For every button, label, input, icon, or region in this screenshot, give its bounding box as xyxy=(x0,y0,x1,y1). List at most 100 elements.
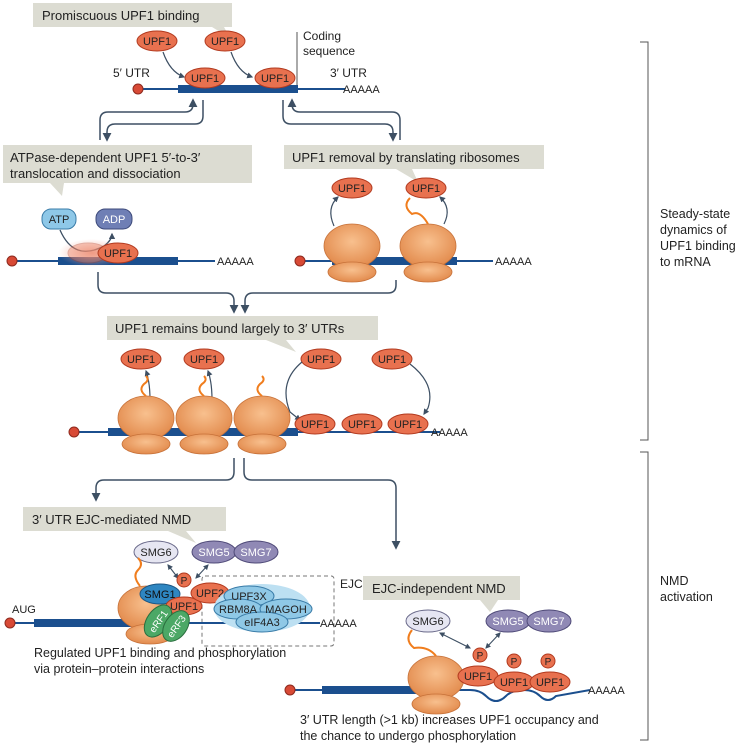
svg-text:SMG7: SMG7 xyxy=(533,616,564,628)
upf1-bound-2: UPF1 xyxy=(254,67,296,89)
svg-text:UPF1: UPF1 xyxy=(211,36,239,48)
svg-text:UPF1: UPF1 xyxy=(143,36,171,48)
svg-text:P: P xyxy=(511,657,518,668)
ribosome-3b xyxy=(175,375,233,455)
callout-atpase-text-2: translocation and dissociation xyxy=(10,166,181,181)
svg-text:UPF1: UPF1 xyxy=(104,248,132,260)
svg-text:UPF1: UPF1 xyxy=(190,354,218,366)
mrna-2-right xyxy=(294,255,493,267)
ribosome-2a xyxy=(323,223,381,283)
callout-remains-text: UPF1 remains bound largely to 3′ UTRs xyxy=(115,321,345,336)
upf1-free-2: UPF1 xyxy=(204,30,246,52)
polya-2-left: AAAAA xyxy=(217,256,254,268)
callout-ejc-independent xyxy=(363,576,520,612)
svg-text:UPF1: UPF1 xyxy=(536,677,564,689)
smg1: SMG1 xyxy=(139,583,181,605)
smg7-right: SMG7 xyxy=(526,609,572,633)
svg-text:SMG1: SMG1 xyxy=(144,589,175,601)
arrows-panel1-right xyxy=(282,98,401,142)
svg-text:UPF1: UPF1 xyxy=(170,601,198,613)
erf3: eRF3 xyxy=(162,610,190,642)
coding-sequence-label-2: sequence xyxy=(303,44,355,58)
upf1-released-3b: UPF1 xyxy=(183,348,225,370)
svg-text:UPF1: UPF1 xyxy=(412,183,440,195)
utr3-label: 3′ UTR xyxy=(330,66,367,80)
aug-label: AUG xyxy=(12,604,36,616)
bracket-nmd-label-2: activation xyxy=(660,590,713,604)
arrows-converge xyxy=(97,272,397,314)
callout-atpase xyxy=(3,145,252,196)
arrows-split xyxy=(91,458,401,550)
svg-text:SMG7: SMG7 xyxy=(240,547,271,559)
regulated-text-1: Regulated UPF1 binding and phosphorylati… xyxy=(34,646,286,660)
upf1-bound-1: UPF1 xyxy=(184,67,226,89)
phospho-right-2: P xyxy=(506,653,522,669)
smg5-left: SMG5 xyxy=(191,540,237,564)
polya-1: AAAAA xyxy=(343,84,380,96)
svg-text:UPF1: UPF1 xyxy=(378,354,406,366)
upf1-bound-3c: UPF1 xyxy=(387,413,429,435)
svg-text:P: P xyxy=(181,576,188,587)
polya-4-left: AAAAA xyxy=(320,618,357,630)
phospho-right-1: P xyxy=(472,647,488,663)
upf1-right-1: UPF1 xyxy=(457,665,499,687)
svg-text:UPF1: UPF1 xyxy=(261,73,289,85)
bracket-steady-state xyxy=(640,41,649,441)
upf1-free-1: UPF1 xyxy=(136,30,178,52)
ribosome-4-right xyxy=(407,629,465,715)
ribosome-3c xyxy=(233,375,291,455)
adp-molecule: ADP xyxy=(95,208,133,230)
ejc-box xyxy=(201,575,335,647)
svg-text:UPF1: UPF1 xyxy=(191,73,219,85)
regulated-text-2: via protein–protein interactions xyxy=(34,662,204,676)
smg5-right: SMG5 xyxy=(485,609,531,633)
upf1-released-3c: UPF1 xyxy=(300,348,342,370)
length-text-1: 3′ UTR length (>1 kb) increases UPF1 occ… xyxy=(300,713,599,727)
utr5-label: 5′ UTR xyxy=(113,66,150,80)
bracket-nmd-activation xyxy=(640,451,649,741)
svg-text:SMG5: SMG5 xyxy=(198,547,229,559)
bracket-steady-label-3: UPF1 binding xyxy=(660,239,736,253)
atp-molecule: ATP xyxy=(41,208,77,230)
svg-text:UPF1: UPF1 xyxy=(500,677,528,689)
svg-text:UPF2: UPF2 xyxy=(196,588,224,600)
bracket-steady-label-1: Steady-state xyxy=(660,207,730,221)
callout-ejc-nmd xyxy=(23,507,226,543)
ejc-complex xyxy=(213,584,313,633)
arrows-panel1-left xyxy=(99,98,204,142)
svg-text:ADP: ADP xyxy=(103,214,126,226)
svg-text:SMG5: SMG5 xyxy=(492,616,523,628)
upf1-bound-3a: UPF1 xyxy=(294,413,336,435)
upf1-released-1: UPF1 xyxy=(331,177,373,199)
callout-ejc-nmd-text: 3′ UTR EJC-mediated NMD xyxy=(32,512,191,527)
svg-text:SMG6: SMG6 xyxy=(140,547,171,559)
ejc-label: EJC xyxy=(340,577,363,591)
svg-text:UPF1: UPF1 xyxy=(307,354,335,366)
polya-2-right: AAAAA xyxy=(495,256,532,268)
polya-3: AAAAA xyxy=(431,427,468,439)
upf1-right-3: UPF1 xyxy=(529,671,571,693)
smg7-left: SMG7 xyxy=(233,540,279,564)
callout-removal-text: UPF1 removal by translating ribosomes xyxy=(292,150,520,165)
rbm8a-label: RBM8A xyxy=(219,604,258,616)
phospho-right-3: P xyxy=(540,653,556,669)
upf1-released-3a: UPF1 xyxy=(120,348,162,370)
upf3x-label: UPF3X xyxy=(231,591,267,603)
mrna-1 xyxy=(132,83,345,95)
upf1-right-2: UPF1 xyxy=(493,671,535,693)
upf1-bound-3b: UPF1 xyxy=(341,413,383,435)
callout-promiscuous-text: Promiscuous UPF1 binding xyxy=(42,8,200,23)
callout-ejc-independent-text: EJC-independent NMD xyxy=(372,581,506,596)
length-text-2: the chance to undergo phosphorylation xyxy=(300,729,516,743)
coding-sequence-label-1: Coding xyxy=(303,29,341,43)
callout-atpase-text-1: ATPase-dependent UPF1 5′-to-3′ xyxy=(10,150,201,165)
ribosome-3a xyxy=(117,375,175,455)
bracket-steady-label-4: to mRNA xyxy=(660,255,711,269)
svg-text:UPF1: UPF1 xyxy=(301,419,329,431)
svg-text:UPF1: UPF1 xyxy=(127,354,155,366)
svg-text:SMG6: SMG6 xyxy=(412,616,443,628)
callout-promiscuous xyxy=(33,3,232,38)
callout-remains xyxy=(107,316,378,352)
svg-text:UPF1: UPF1 xyxy=(464,671,492,683)
